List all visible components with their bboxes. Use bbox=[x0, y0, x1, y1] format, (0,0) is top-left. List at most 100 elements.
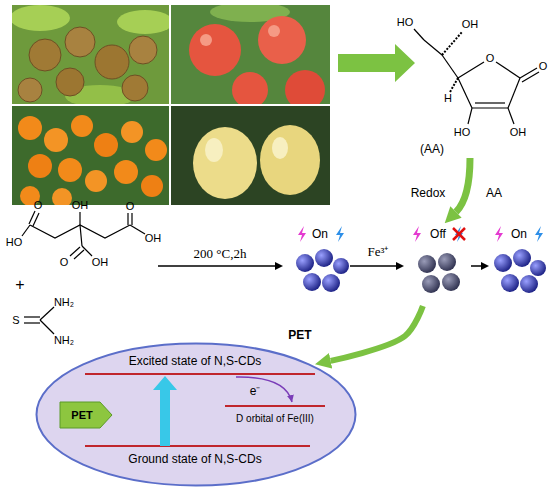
carbon-dot bbox=[513, 249, 531, 267]
orange bbox=[28, 154, 52, 178]
pet-label: PET bbox=[71, 409, 92, 421]
photo-divider bbox=[12, 104, 330, 106]
atom-label: HO bbox=[397, 16, 414, 28]
carbon-dot-cluster: Off bbox=[405, 226, 471, 306]
carbon-dot bbox=[520, 275, 538, 293]
citric-acid-structure bbox=[22, 211, 145, 259]
orange bbox=[52, 188, 72, 205]
atom-label: NH₂ bbox=[54, 296, 74, 308]
tomato-photo bbox=[170, 5, 330, 105]
atom-label: O bbox=[539, 60, 548, 72]
edge-label: Fe³⁺ bbox=[368, 245, 389, 259]
pear bbox=[193, 127, 257, 199]
thiourea-structure bbox=[24, 307, 54, 334]
hashed-bond bbox=[442, 32, 462, 55]
kiwi bbox=[18, 78, 42, 102]
excitation-bolt bbox=[413, 226, 421, 242]
connector-arrow bbox=[331, 306, 423, 361]
kiwi bbox=[56, 68, 84, 96]
leaf bbox=[12, 5, 70, 31]
green-arrow bbox=[456, 158, 470, 212]
photo-background bbox=[12, 105, 170, 205]
energy-level-label: D orbital of Fe(III) bbox=[236, 413, 314, 424]
bond bbox=[442, 55, 458, 78]
atom-label: OH bbox=[510, 126, 527, 138]
bond bbox=[131, 213, 132, 225]
kiwi bbox=[122, 75, 148, 101]
reaction-label: Redox bbox=[411, 187, 446, 200]
hashed-bond bbox=[450, 78, 458, 92]
energy-level-line bbox=[85, 445, 310, 447]
excitation-bolt bbox=[495, 226, 503, 242]
bond bbox=[508, 108, 514, 124]
carbon-dot bbox=[418, 255, 436, 273]
bond bbox=[82, 246, 92, 256]
pet-arrow-box: PET bbox=[60, 402, 112, 428]
emission-bolt bbox=[535, 226, 543, 242]
carbon-dot bbox=[322, 274, 340, 292]
bond bbox=[24, 316, 40, 317]
atom-label: OH bbox=[92, 256, 109, 268]
bond bbox=[24, 322, 40, 323]
photo-background bbox=[170, 105, 330, 205]
carbon-dot bbox=[333, 258, 349, 274]
ellipse-outline bbox=[37, 344, 356, 486]
bond bbox=[74, 250, 84, 259]
bond bbox=[40, 320, 54, 334]
carbon-dot bbox=[422, 275, 440, 293]
state-label: On bbox=[511, 228, 527, 241]
state-label: On bbox=[312, 228, 328, 241]
excitation-arrow bbox=[153, 376, 177, 446]
tomato bbox=[232, 72, 268, 105]
tomato bbox=[285, 70, 325, 105]
connector-arrow bbox=[350, 265, 396, 267]
carbon-dot bbox=[438, 253, 456, 271]
plus-sign: + bbox=[15, 276, 24, 294]
fruit-photo bbox=[10, 2, 330, 208]
orange bbox=[145, 139, 167, 161]
orange bbox=[121, 121, 143, 143]
energy-level-label: Ground state of N,S-CDs bbox=[128, 453, 261, 466]
atom-label: OH bbox=[462, 18, 479, 30]
bond bbox=[127, 213, 128, 225]
compound-label: (AA) bbox=[420, 143, 444, 156]
carbon-dot-cluster: On bbox=[490, 226, 548, 306]
kiwi-photo bbox=[12, 5, 170, 105]
atom-label: HO bbox=[454, 126, 471, 138]
bond bbox=[520, 68, 537, 78]
connector-arrow bbox=[471, 265, 481, 267]
orange bbox=[44, 128, 68, 152]
energy-level-ellipse: Excited state of N,S-CDs e⁻ D orbital of F… bbox=[35, 342, 357, 487]
quench-cross bbox=[453, 228, 465, 240]
orange-photo bbox=[12, 105, 170, 205]
bond bbox=[475, 102, 505, 103]
kiwi bbox=[129, 36, 157, 64]
bond bbox=[458, 62, 484, 78]
energy-level-label: Excited state of N,S-CDs bbox=[129, 355, 262, 368]
emission-bolt bbox=[336, 226, 344, 242]
bond bbox=[79, 212, 80, 225]
electron-label: e⁻ bbox=[250, 385, 261, 398]
highlight bbox=[200, 34, 212, 46]
bond bbox=[40, 307, 54, 320]
atom-label: O bbox=[60, 256, 69, 268]
atom-label: NH₂ bbox=[54, 334, 74, 346]
tomato bbox=[189, 24, 241, 76]
kiwi bbox=[65, 27, 95, 57]
excitation-bolt bbox=[298, 226, 306, 242]
energy-level-line bbox=[225, 405, 325, 407]
highlight bbox=[205, 138, 223, 162]
highlight bbox=[272, 137, 288, 159]
carbon-dot-cluster: On bbox=[290, 226, 350, 306]
bond bbox=[33, 213, 39, 226]
tomato bbox=[258, 16, 306, 64]
bond bbox=[424, 40, 442, 55]
bond bbox=[414, 29, 424, 40]
bond bbox=[472, 107, 508, 108]
carbon-dot bbox=[315, 249, 333, 267]
atom-label: HO bbox=[6, 236, 23, 248]
light-bolts bbox=[298, 226, 543, 242]
orange bbox=[20, 186, 40, 205]
